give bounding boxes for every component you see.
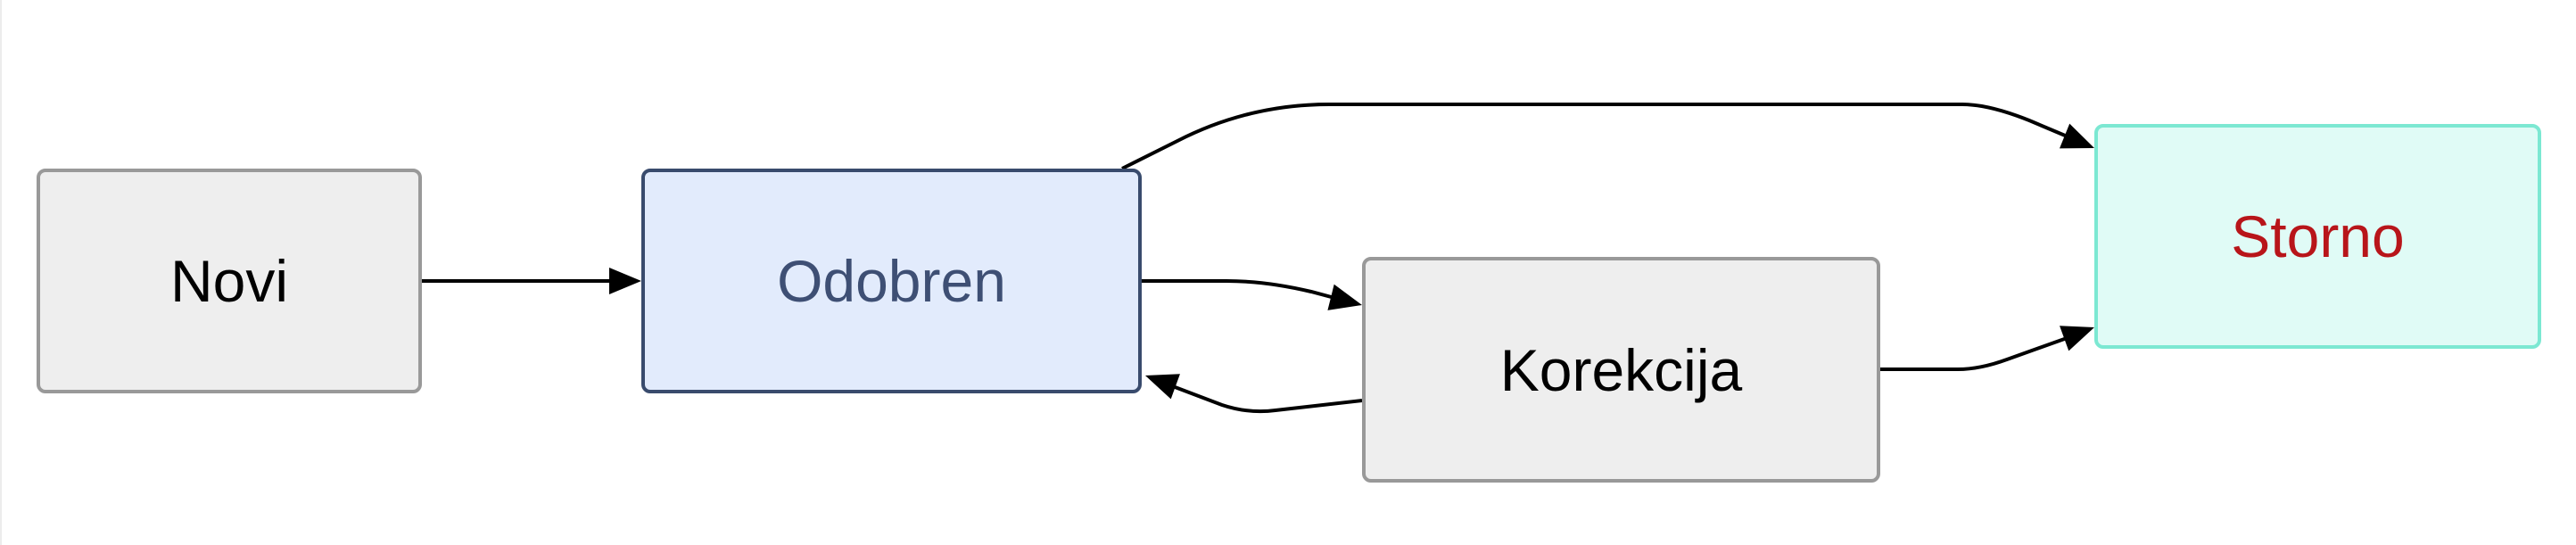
arrowhead-icon: [1145, 374, 1180, 400]
edge-odobren-storno: [1121, 103, 2094, 170]
edge-korekcija-storno: [1880, 326, 2094, 371]
node-odobren[interactable]: Odobren: [641, 169, 1142, 393]
edge-line-odobren-storno: [1121, 103, 2070, 170]
edge-odobren-korekcija: [1142, 279, 1362, 310]
edge-line-korekcija-storno: [1880, 335, 2070, 371]
node-korekcija[interactable]: Korekcija: [1362, 257, 1880, 483]
left-border: [0, 0, 2, 545]
node-label-korekcija: Korekcija: [1499, 336, 1743, 403]
node-label-odobren: Odobren: [777, 248, 1006, 314]
edge-korekcija-odobren: [1145, 374, 1363, 414]
arrowhead-icon: [2060, 123, 2094, 149]
arrowhead-icon: [2060, 326, 2094, 351]
node-label-novi: Novi: [169, 248, 289, 314]
node-storno[interactable]: Storno: [2094, 124, 2541, 349]
node-label-storno: Storno: [2231, 203, 2405, 269]
edge-novi-odobren: [422, 268, 641, 294]
edge-line-odobren-korekcija: [1142, 279, 1339, 301]
node-novi[interactable]: Novi: [37, 169, 422, 393]
edge-line-korekcija-odobren: [1169, 384, 1363, 414]
arrowhead-icon: [1327, 284, 1362, 310]
arrowhead-icon: [609, 268, 641, 294]
